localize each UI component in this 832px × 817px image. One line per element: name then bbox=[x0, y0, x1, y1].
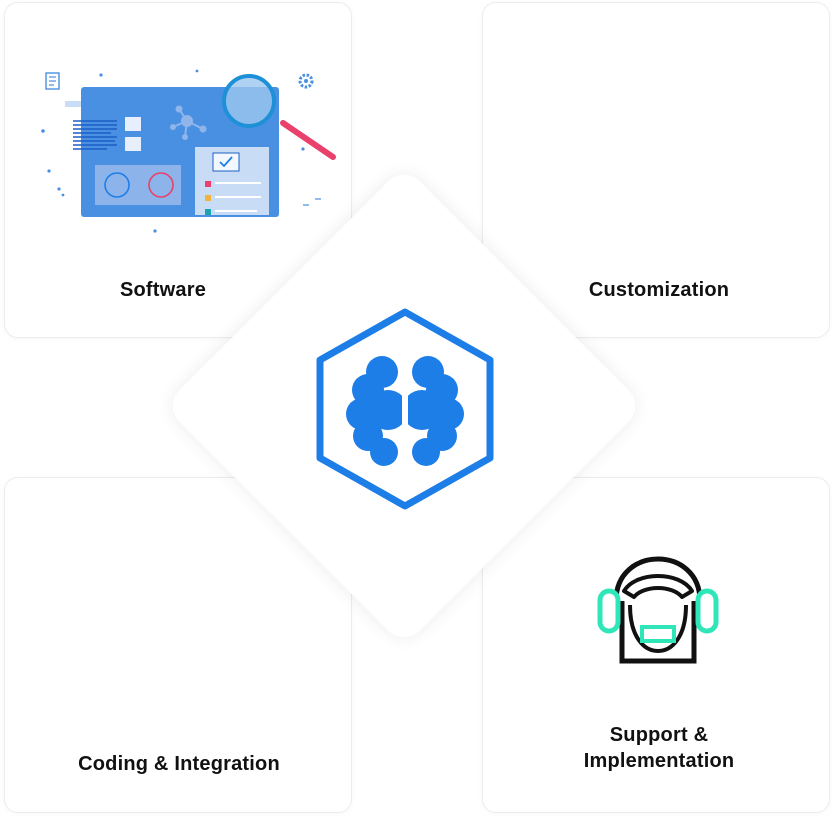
customization-card[interactable]: Customization bbox=[482, 2, 830, 338]
software-label: Software bbox=[119, 279, 207, 301]
software-analysis-icon bbox=[41, 69, 336, 233]
software-card[interactable]: Software bbox=[4, 2, 352, 338]
support-label-line2: Implementation bbox=[583, 750, 735, 772]
coding-integration-card[interactable]: Coding & Integration bbox=[4, 477, 352, 813]
headset-robot-icon bbox=[597, 556, 719, 664]
support-implementation-label: Support & Implementation bbox=[489, 722, 829, 774]
support-implementation-card[interactable]: Support & Implementation bbox=[482, 477, 830, 813]
support-label-line1: Support & bbox=[609, 724, 709, 746]
coding-integration-label: Coding & Integration bbox=[78, 753, 280, 775]
customization-label: Customization bbox=[588, 279, 730, 301]
brain-hexagon-icon bbox=[316, 308, 494, 510]
